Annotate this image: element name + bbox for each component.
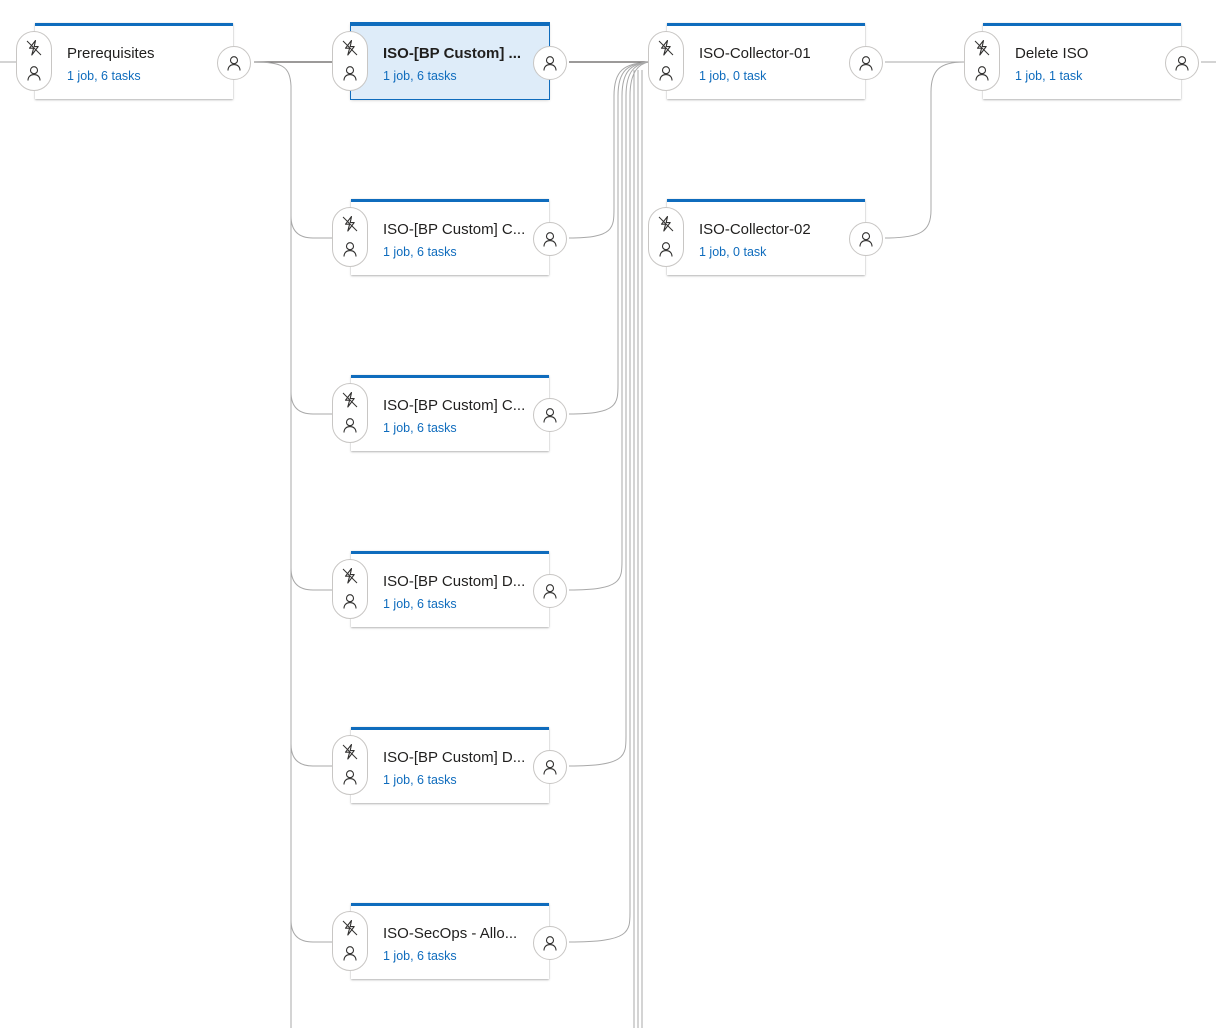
lightning-trigger-icon[interactable] <box>657 215 675 233</box>
connector-merge-2 <box>568 61 649 591</box>
person-approver-icon[interactable] <box>341 240 359 258</box>
stage-card-iso-secops[interactable]: ISO-SecOps - Allo... 1 job, 6 tasks <box>332 903 567 979</box>
post-deployment-approvals[interactable] <box>533 750 567 784</box>
lightning-trigger-icon[interactable] <box>973 39 991 57</box>
stage-job-summary-link[interactable]: 1 job, 6 tasks <box>383 245 457 259</box>
post-deployment-approvals[interactable] <box>849 46 883 80</box>
person-approver-icon <box>541 582 559 600</box>
person-approver-icon <box>1173 54 1191 72</box>
pre-deployment-conditions <box>332 31 368 91</box>
pre-deployment-conditions <box>332 559 368 619</box>
lightning-trigger-icon[interactable] <box>341 391 359 409</box>
stage-name[interactable]: ISO-Collector-01 <box>699 45 811 62</box>
lightning-trigger-icon[interactable] <box>657 39 675 57</box>
person-approver-icon <box>541 934 559 952</box>
connector-branch-2 <box>290 567 332 591</box>
person-approver-icon <box>225 54 243 72</box>
lightning-trigger-icon[interactable] <box>341 215 359 233</box>
stage-name[interactable]: ISO-[BP Custom] ... <box>383 45 522 62</box>
stage-job-summary-link[interactable]: 1 job, 6 tasks <box>67 69 141 83</box>
connector-branch-3 <box>290 743 332 767</box>
connector-merge-3 <box>568 61 649 767</box>
stage-name[interactable]: ISO-[BP Custom] D... <box>383 573 526 590</box>
person-approver-icon[interactable] <box>341 944 359 962</box>
stage-card-collector-01[interactable]: ISO-Collector-01 1 job, 0 task <box>648 23 883 99</box>
pre-deployment-conditions <box>332 911 368 971</box>
connector-branch-4 <box>290 919 332 943</box>
stage-job-summary-link[interactable]: 1 job, 0 task <box>699 69 767 83</box>
person-approver-icon[interactable] <box>341 768 359 786</box>
connector-branch-1 <box>290 391 332 415</box>
person-approver-icon[interactable] <box>341 64 359 82</box>
stage-job-summary-link[interactable]: 1 job, 1 task <box>1015 69 1083 83</box>
stage-name[interactable]: Prerequisites <box>67 45 155 62</box>
connector-merge-1 <box>568 61 649 415</box>
connector-merge-4 <box>568 61 649 943</box>
person-approver-icon[interactable] <box>341 416 359 434</box>
stage-name[interactable]: ISO-[BP Custom] C... <box>383 397 526 414</box>
stage-job-summary-link[interactable]: 1 job, 6 tasks <box>383 597 457 611</box>
stage-job-summary-link[interactable]: 1 job, 6 tasks <box>383 773 457 787</box>
stage-card-iso-bp-c2[interactable]: ISO-[BP Custom] C... 1 job, 6 tasks <box>332 375 567 451</box>
lightning-trigger-icon[interactable] <box>25 39 43 57</box>
pre-deployment-conditions <box>332 207 368 267</box>
stage-name[interactable]: ISO-[BP Custom] D... <box>383 749 526 766</box>
pre-deployment-conditions <box>648 207 684 267</box>
lightning-trigger-icon[interactable] <box>341 567 359 585</box>
pre-deployment-conditions <box>964 31 1000 91</box>
lightning-trigger-icon[interactable] <box>341 919 359 937</box>
stage-card-iso-bp-d1[interactable]: ISO-[BP Custom] D... 1 job, 6 tasks <box>332 551 567 627</box>
lightning-trigger-icon[interactable] <box>341 743 359 761</box>
connector-collector02-to-delete <box>884 61 965 239</box>
stage-job-summary-link[interactable]: 1 job, 6 tasks <box>383 421 457 435</box>
post-deployment-approvals[interactable] <box>217 46 251 80</box>
stage-name[interactable]: ISO-[BP Custom] C... <box>383 221 526 238</box>
pre-deployment-conditions <box>648 31 684 91</box>
stage-card-iso-bp-d2[interactable]: ISO-[BP Custom] D... 1 job, 6 tasks <box>332 727 567 803</box>
stage-card-collector-02[interactable]: ISO-Collector-02 1 job, 0 task <box>648 199 883 275</box>
post-deployment-approvals[interactable] <box>849 222 883 256</box>
pre-deployment-conditions <box>332 735 368 795</box>
pre-deployment-conditions <box>16 31 52 91</box>
stage-name[interactable]: ISO-SecOps - Allo... <box>383 925 518 942</box>
person-approver-icon <box>541 758 559 776</box>
person-approver-icon[interactable] <box>341 592 359 610</box>
stage-card-iso-bp-1[interactable]: ISO-[BP Custom] ... 1 job, 6 tasks <box>332 23 567 99</box>
stage-job-summary-link[interactable]: 1 job, 6 tasks <box>383 949 457 963</box>
person-approver-icon <box>541 230 559 248</box>
post-deployment-approvals[interactable] <box>533 46 567 80</box>
stage-card-iso-bp-c1[interactable]: ISO-[BP Custom] C... 1 job, 6 tasks <box>332 199 567 275</box>
stage-name[interactable]: ISO-Collector-02 <box>699 221 811 238</box>
stage-name[interactable]: Delete ISO <box>1015 45 1089 62</box>
stage-job-summary-link[interactable]: 1 job, 6 tasks <box>383 69 457 83</box>
person-approver-icon <box>857 54 875 72</box>
lightning-trigger-icon[interactable] <box>341 39 359 57</box>
post-deployment-approvals[interactable] <box>533 222 567 256</box>
person-approver-icon[interactable] <box>973 64 991 82</box>
stage-job-summary-link[interactable]: 1 job, 0 task <box>699 245 767 259</box>
stage-card-delete-iso[interactable]: Delete ISO 1 job, 1 task <box>964 23 1199 99</box>
post-deployment-approvals[interactable] <box>1165 46 1199 80</box>
person-approver-icon[interactable] <box>657 240 675 258</box>
stage-card-prereq[interactable]: Prerequisites 1 job, 6 tasks <box>16 23 251 99</box>
connector-merge-0 <box>568 61 649 239</box>
person-approver-icon <box>857 230 875 248</box>
person-approver-icon[interactable] <box>25 64 43 82</box>
person-approver-icon <box>541 54 559 72</box>
post-deployment-approvals[interactable] <box>533 398 567 432</box>
pre-deployment-conditions <box>332 383 368 443</box>
connector-spine-left <box>253 61 292 1028</box>
connector-branch-0 <box>290 215 332 239</box>
person-approver-icon <box>541 406 559 424</box>
post-deployment-approvals[interactable] <box>533 574 567 608</box>
post-deployment-approvals[interactable] <box>533 926 567 960</box>
person-approver-icon[interactable] <box>657 64 675 82</box>
